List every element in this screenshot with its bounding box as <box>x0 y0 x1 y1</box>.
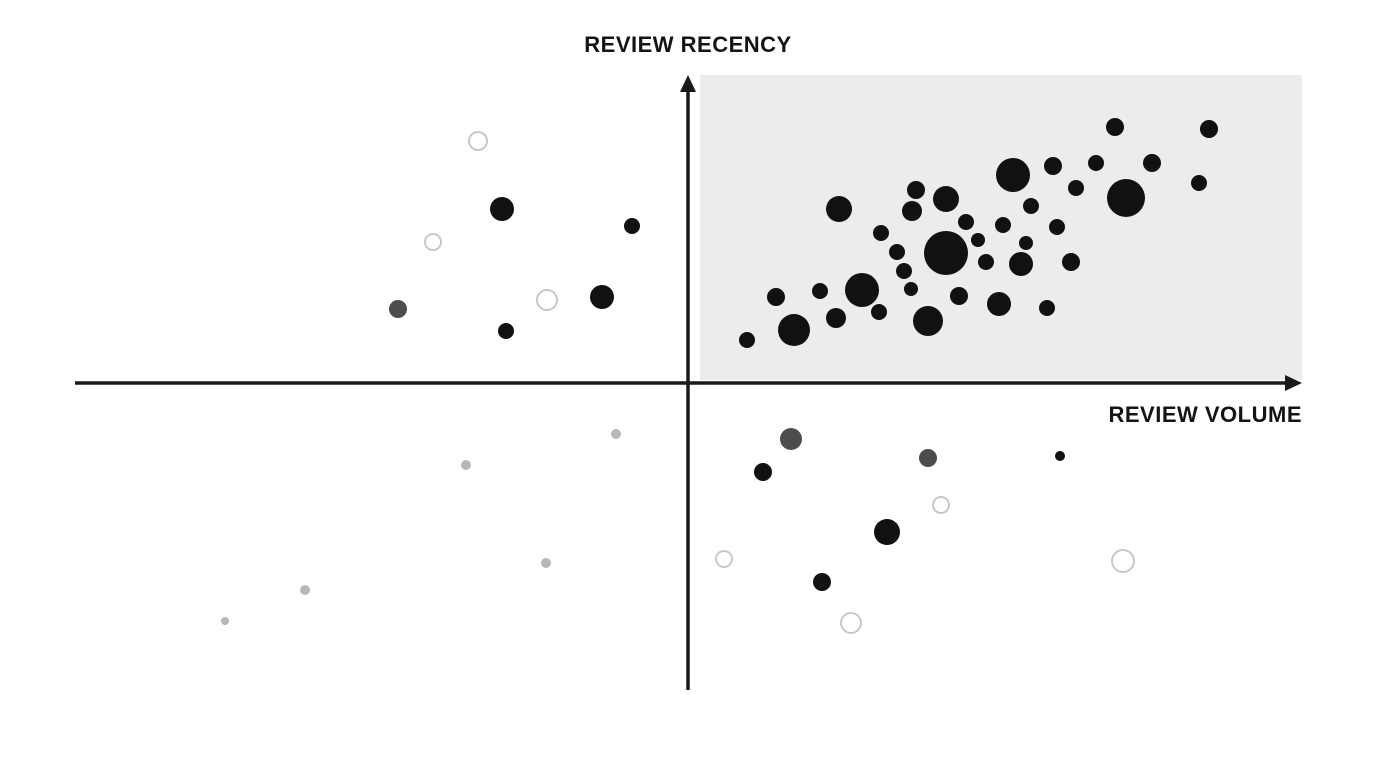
data-point <box>1049 219 1065 235</box>
data-point <box>1009 252 1033 276</box>
data-point <box>1088 155 1104 171</box>
data-point <box>1019 236 1033 250</box>
data-point <box>1055 451 1065 461</box>
data-point <box>913 306 943 336</box>
data-point <box>1200 120 1218 138</box>
data-point <box>889 244 905 260</box>
data-point <box>739 332 755 348</box>
data-point <box>221 617 229 625</box>
x-axis-arrowhead <box>1285 375 1302 391</box>
data-point <box>902 201 922 221</box>
data-points <box>221 118 1218 634</box>
data-point <box>767 288 785 306</box>
axes <box>75 75 1302 690</box>
data-point <box>536 289 558 311</box>
data-point <box>1143 154 1161 172</box>
x-axis-label: REVIEW VOLUME <box>1108 402 1302 427</box>
data-point <box>611 429 621 439</box>
data-point <box>845 273 879 307</box>
data-point <box>996 158 1030 192</box>
data-point <box>389 300 407 318</box>
data-point <box>904 282 918 296</box>
data-point <box>624 218 640 234</box>
data-point <box>1191 175 1207 191</box>
data-point <box>1039 300 1055 316</box>
data-point <box>995 217 1011 233</box>
data-point <box>300 585 310 595</box>
data-point <box>490 197 514 221</box>
data-point <box>778 314 810 346</box>
data-point <box>461 460 471 470</box>
data-point <box>498 323 514 339</box>
data-point <box>924 231 968 275</box>
data-point <box>1068 180 1084 196</box>
data-point <box>971 233 985 247</box>
data-point <box>812 283 828 299</box>
data-point <box>813 573 831 591</box>
data-point <box>826 308 846 328</box>
data-point <box>840 612 862 634</box>
data-point <box>950 287 968 305</box>
y-axis-label: REVIEW RECENCY <box>584 32 792 57</box>
data-point <box>1107 179 1145 217</box>
data-point <box>873 225 889 241</box>
data-point <box>468 131 488 151</box>
data-point <box>424 233 442 251</box>
data-point <box>541 558 551 568</box>
data-point <box>896 263 912 279</box>
y-axis-arrowhead <box>680 75 696 92</box>
data-point <box>1044 157 1062 175</box>
data-point <box>907 181 925 199</box>
data-point <box>933 186 959 212</box>
data-point <box>1111 549 1135 573</box>
data-point <box>1106 118 1124 136</box>
data-point <box>874 519 900 545</box>
data-point <box>958 214 974 230</box>
data-point <box>919 449 937 467</box>
data-point <box>978 254 994 270</box>
data-point <box>826 196 852 222</box>
data-point <box>715 550 733 568</box>
data-point <box>1023 198 1039 214</box>
data-point <box>590 285 614 309</box>
data-point <box>932 496 950 514</box>
data-point <box>754 463 772 481</box>
data-point <box>987 292 1011 316</box>
data-point <box>780 428 802 450</box>
data-point <box>871 304 887 320</box>
data-point <box>1062 253 1080 271</box>
